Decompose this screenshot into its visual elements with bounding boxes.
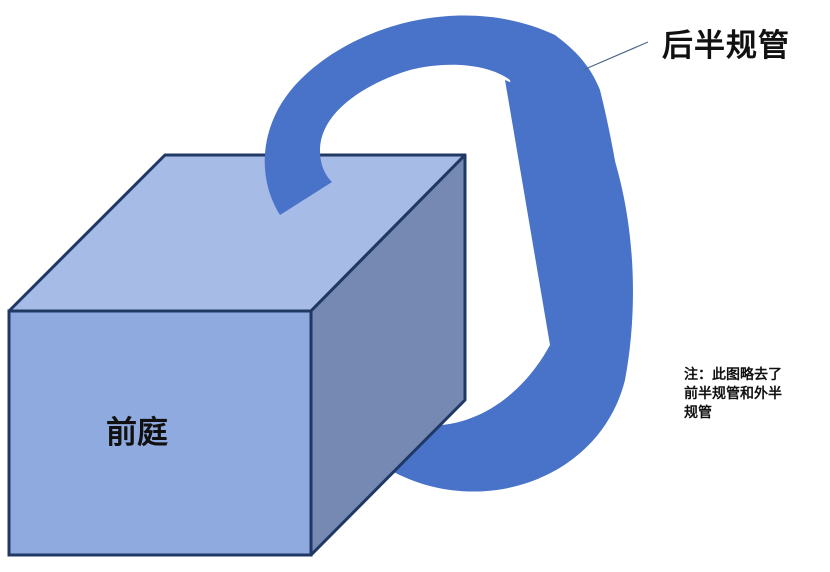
posterior-canal-arc xyxy=(264,15,630,346)
posterior-canal-label: 后半规管 xyxy=(662,28,790,64)
cube-front-face xyxy=(7,309,313,557)
vestibule-label: 前庭 xyxy=(106,415,168,451)
note-text: 注：此图略去了前半规管和外半规管 xyxy=(684,367,782,421)
vestibule-cube xyxy=(7,153,467,557)
leader-line xyxy=(582,41,649,71)
